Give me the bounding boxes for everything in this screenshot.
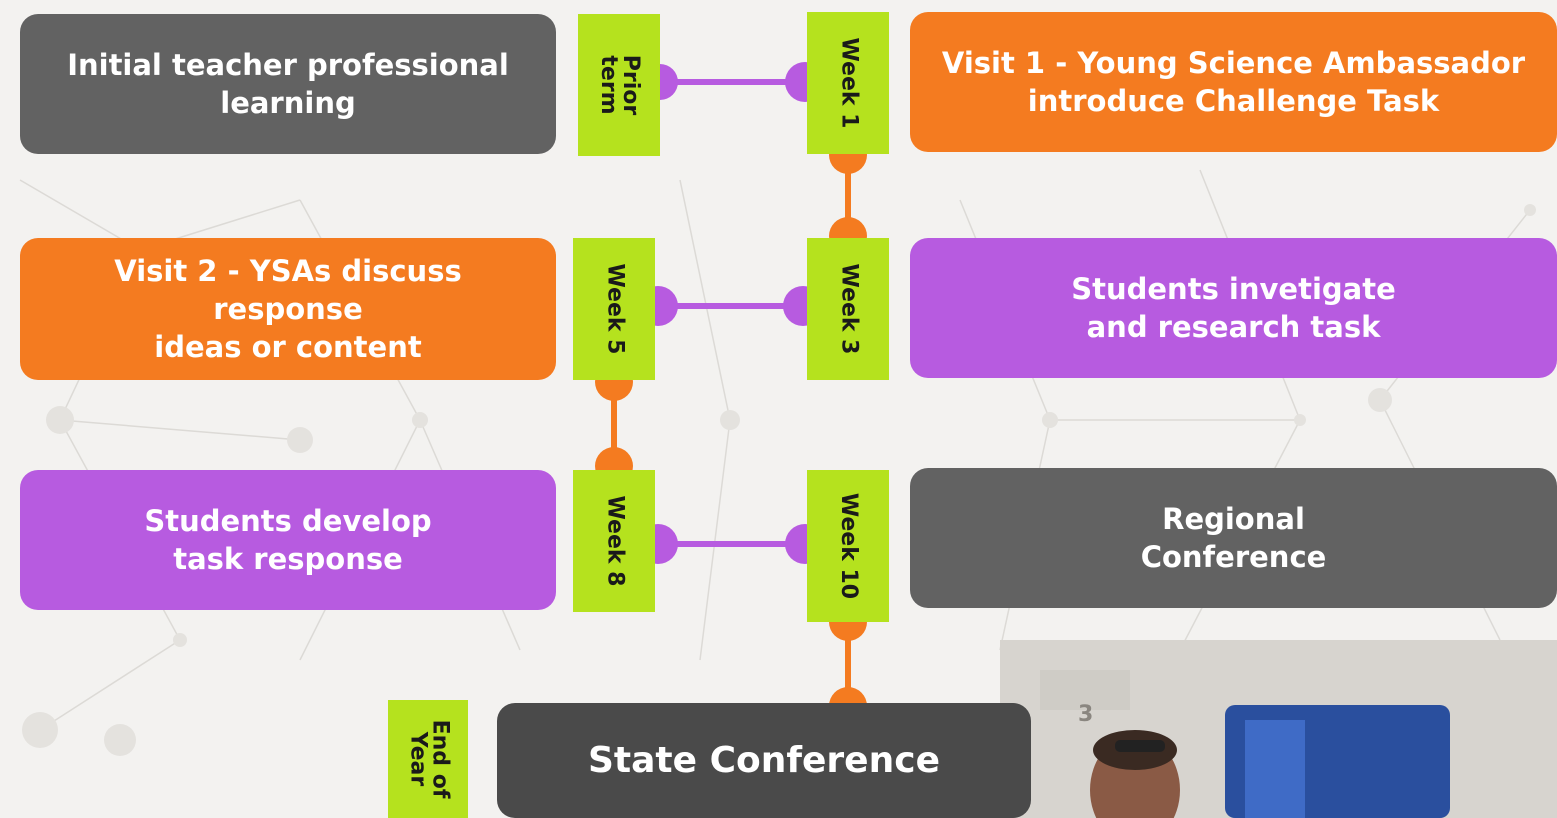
tag-week-8-label: Week 8 [602, 495, 628, 587]
tag-week-10: Week 10 [807, 470, 889, 622]
tag-week-10-label: Week 10 [836, 492, 862, 600]
investigate-box: Students invetigate and research task [910, 238, 1557, 378]
visit1-box: Visit 1 - Young Science Ambassador intro… [910, 12, 1557, 152]
room-number: 3 [1078, 702, 1094, 727]
tag-end-of-year: End of Year [388, 700, 468, 818]
classroom-photo: 3 [1000, 640, 1557, 818]
tag-prior-term: Prior term [578, 14, 660, 156]
state-conference-box: State Conference [497, 703, 1031, 818]
tag-end-of-year-label: End of Year [404, 719, 452, 799]
tag-week-5: Week 5 [573, 238, 655, 380]
tag-week-5-label: Week 5 [602, 263, 628, 355]
tag-week-3-label: Week 3 [836, 263, 862, 355]
regional-conference-box: Regional Conference [910, 468, 1557, 608]
teacher-learning-box: Initial teacher professional learning [20, 14, 556, 154]
visit2-box: Visit 2 - YSAs discuss response ideas or… [20, 238, 556, 380]
tag-week-3: Week 3 [807, 238, 889, 380]
tag-week-1: Week 1 [807, 12, 889, 154]
tag-prior-term-label: Prior term [595, 54, 643, 116]
tag-week-1-label: Week 1 [836, 37, 862, 129]
develop-box: Students develop task response [20, 470, 556, 610]
tag-week-8: Week 8 [573, 470, 655, 612]
